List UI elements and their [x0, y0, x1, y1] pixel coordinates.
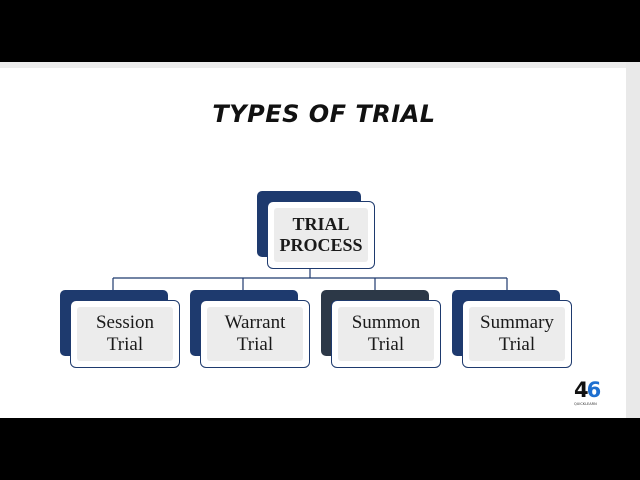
child-node-fill-3	[338, 307, 434, 361]
child-node-fill-1	[77, 307, 173, 361]
slide-right-edge	[626, 62, 640, 418]
child-node-warrant-trial: Warrant Trial	[200, 300, 310, 368]
logo-digit-a: 4	[574, 378, 589, 402]
child-node-summon-trial: Summon Trial	[331, 300, 441, 368]
child-node-label-4: Summary Trial	[480, 312, 554, 355]
root-node-label: TRIAL PROCESS	[279, 214, 363, 255]
root-node-trial-process: TRIAL PROCESS	[267, 201, 375, 269]
child-node-label-1: Session Trial	[95, 312, 155, 355]
logo-number: 46	[574, 378, 608, 402]
child-node-fill-2	[207, 307, 303, 361]
brand-logo: 46 QUICKLEARN	[574, 378, 608, 412]
child-node-label-2: Warrant Trial	[224, 312, 286, 355]
slide-title: TYPES OF TRIAL	[212, 100, 436, 128]
root-node-fill	[274, 208, 368, 262]
child-node-summary-trial: Summary Trial	[462, 300, 572, 368]
child-node-label-3: Summon Trial	[351, 312, 421, 355]
slide-top-shade	[0, 62, 640, 68]
child-node-fill-4	[469, 307, 565, 361]
logo-caption: QUICKLEARN	[574, 402, 597, 406]
logo-digit-b: 6	[586, 378, 602, 402]
child-node-session-trial: Session Trial	[70, 300, 180, 368]
